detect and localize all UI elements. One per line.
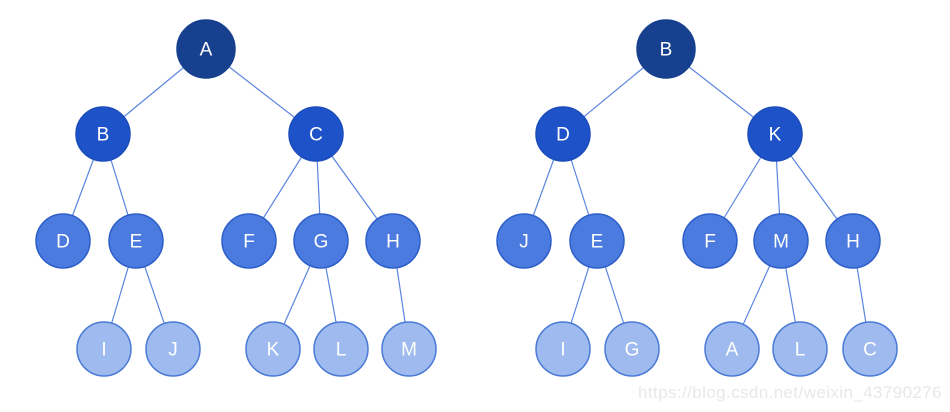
tree-node-label: I bbox=[560, 340, 565, 361]
tree-node-label: J bbox=[168, 340, 178, 361]
left-tree: A B C D E F G H I J K L M bbox=[35, 19, 437, 377]
tree-node-label: J bbox=[519, 232, 529, 253]
tree-node-L bbox=[313, 321, 369, 377]
tree-node-A bbox=[176, 19, 236, 79]
tree-node-D bbox=[535, 106, 591, 162]
tree-node-F bbox=[221, 213, 277, 269]
tree-node-J bbox=[496, 213, 552, 269]
tree-node-D bbox=[35, 213, 91, 269]
tree-node-label: A bbox=[200, 40, 213, 61]
tree-node-E bbox=[569, 213, 625, 269]
tree-node-label: D bbox=[56, 232, 70, 253]
tree-node-G bbox=[604, 321, 660, 377]
tree-node-label: B bbox=[660, 40, 673, 61]
tree-node-A bbox=[704, 321, 760, 377]
tree-node-label: M bbox=[773, 232, 789, 253]
right-tree: B D K J E F M H I G A L C bbox=[496, 19, 898, 377]
tree-node-I bbox=[76, 321, 132, 377]
tree-node-F bbox=[682, 213, 738, 269]
watermark: https://blog.csdn.net/weixin_43790276 bbox=[637, 383, 942, 402]
tree-node-K bbox=[245, 321, 301, 377]
tree-node-label: F bbox=[704, 232, 716, 253]
tree-node-H bbox=[825, 213, 881, 269]
tree-node-C bbox=[842, 321, 898, 377]
tree-node-label: A bbox=[726, 340, 739, 361]
tree-node-label: L bbox=[336, 340, 347, 361]
tree-node-I bbox=[535, 321, 591, 377]
tree-node-label: C bbox=[863, 340, 877, 361]
tree-node-L bbox=[772, 321, 828, 377]
tree-node-label: G bbox=[625, 340, 640, 361]
tree-node-label: I bbox=[101, 340, 106, 361]
tree-node-E bbox=[108, 213, 164, 269]
tree-node-J bbox=[145, 321, 201, 377]
tree-node-label: E bbox=[591, 232, 604, 253]
tree-node-label: B bbox=[97, 125, 110, 146]
tree-node-B bbox=[636, 19, 696, 79]
tree-node-K bbox=[747, 106, 803, 162]
tree-node-label: K bbox=[267, 340, 280, 361]
tree-node-label: D bbox=[556, 125, 570, 146]
tree-node-M bbox=[753, 213, 809, 269]
tree-node-label: C bbox=[309, 125, 323, 146]
tree-node-label: E bbox=[130, 232, 143, 253]
tree-node-label: G bbox=[314, 232, 329, 253]
tree-node-label: H bbox=[846, 232, 860, 253]
tree-node-label: H bbox=[386, 232, 400, 253]
tree-node-B bbox=[75, 106, 131, 162]
tree-node-C bbox=[288, 106, 344, 162]
tree-node-G bbox=[293, 213, 349, 269]
tree-node-label: K bbox=[769, 125, 782, 146]
tree-node-label: M bbox=[401, 340, 417, 361]
tree-node-M bbox=[381, 321, 437, 377]
tree-node-label: L bbox=[795, 340, 806, 361]
tree-node-H bbox=[365, 213, 421, 269]
tree-node-label: F bbox=[243, 232, 255, 253]
